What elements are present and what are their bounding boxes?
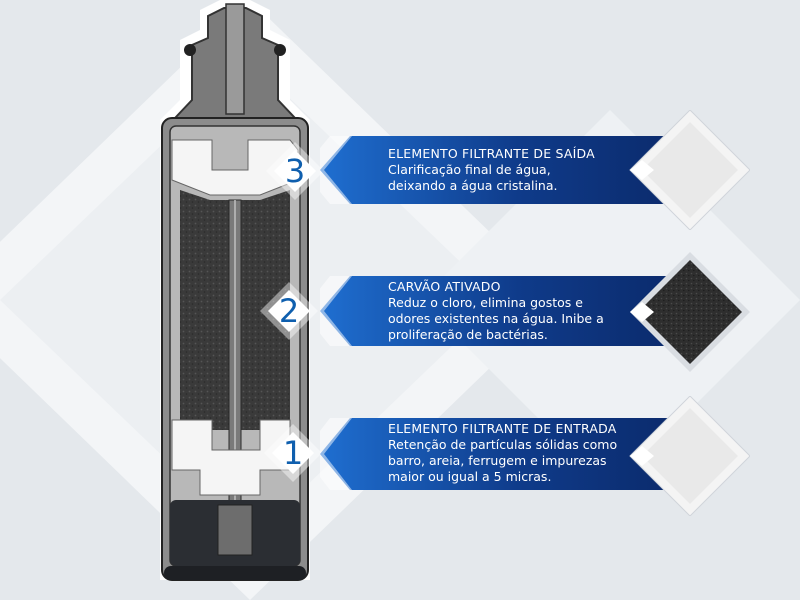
stage-3-number: 3 xyxy=(284,152,306,190)
stage-3-media-sample xyxy=(629,110,750,230)
stage-1-desc-line-1: Retenção de partículas sólidas como xyxy=(388,437,618,452)
stage-2-badge xyxy=(260,282,318,340)
stage-1-title: ELEMENTO FILTRANTE DE ENTRADA xyxy=(388,421,617,436)
stage-1-number: 1 xyxy=(282,434,304,472)
stage-3-desc-line-1: Clarificação final de água, xyxy=(388,162,551,177)
stage-2-desc-line-1: Reduz o cloro, elimina gostos e xyxy=(388,295,583,310)
stage-1-media-sample xyxy=(629,396,750,516)
stage-2-desc-line-3: proliferação de bactérias. xyxy=(388,327,548,342)
filter-cartridge-cross-section xyxy=(160,0,310,581)
stage-3-desc-line-2: deixando a água cristalina. xyxy=(388,178,558,193)
stage-2-desc-line-2: odores existentes na água. Inibe a xyxy=(388,311,604,326)
stage-2-media-sample xyxy=(630,252,750,372)
stage-1-desc-line-3: maior ou igual a 5 micras. xyxy=(388,469,552,484)
stage-2-banner xyxy=(320,276,680,346)
stage-1-banner xyxy=(320,418,680,490)
stage-3-badge xyxy=(266,142,324,200)
stage-3-banner xyxy=(320,136,680,204)
stage-1-desc-line-2: barro, areia, ferrugem e impurezas xyxy=(388,453,607,468)
stage-2-title: CARVÃO ATIVADO xyxy=(388,279,501,294)
stage-2-number: 2 xyxy=(278,292,300,330)
stage-3-title: ELEMENTO FILTRANTE DE SAÍDA xyxy=(388,146,595,161)
stage-1-badge xyxy=(264,424,322,482)
